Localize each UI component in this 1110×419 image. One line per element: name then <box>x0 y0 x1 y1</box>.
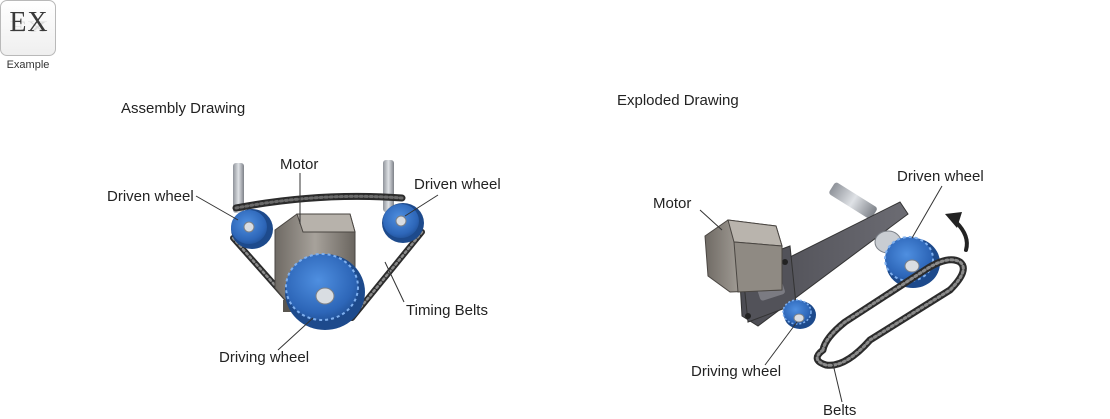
assembly-driving-wheel-label: Driving wheel <box>219 349 310 366</box>
exploded-driven-wheel <box>874 230 940 288</box>
assembly-motor-label: Motor <box>280 156 319 173</box>
exploded-driven-wheel-label: Driven wheel <box>897 168 984 185</box>
exploded-drawing <box>699 182 969 403</box>
exploded-leader-lines <box>699 185 943 403</box>
exploded-driving-wheel-label: Driving wheel <box>691 363 782 380</box>
badge-text: EX <box>9 7 49 38</box>
exploded-driving-wheel <box>782 299 816 329</box>
exploded-drawing-title: Exploded Drawing <box>617 92 739 109</box>
assembly-driven-wheel-left-label: Driven wheel <box>107 188 194 205</box>
assembly-drawing <box>195 160 439 351</box>
assembly-driving-wheel <box>285 253 365 330</box>
right-shaft <box>383 160 394 212</box>
exploded-motor <box>704 219 783 293</box>
exploded-belt <box>813 256 967 369</box>
badge-caption: Example <box>6 59 50 71</box>
example-badge: EX EX <box>0 0 56 56</box>
assembly-drawing-title: Assembly Drawing <box>121 100 246 117</box>
assembly-driven-wheel-left <box>231 209 273 249</box>
assembly-driven-wheel-right-label: Driven wheel <box>414 176 501 193</box>
exploded-motor-label: Motor <box>653 195 692 212</box>
left-shaft <box>233 163 244 213</box>
assembly-timing-belts-label: Timing Belts <box>406 302 488 319</box>
exploded-shaft <box>829 182 877 219</box>
rotation-arrow <box>945 212 969 252</box>
assembly-driven-wheel-right <box>382 203 424 243</box>
exploded-belts-label: Belts <box>823 402 857 419</box>
assembly-leader-lines <box>195 173 439 351</box>
